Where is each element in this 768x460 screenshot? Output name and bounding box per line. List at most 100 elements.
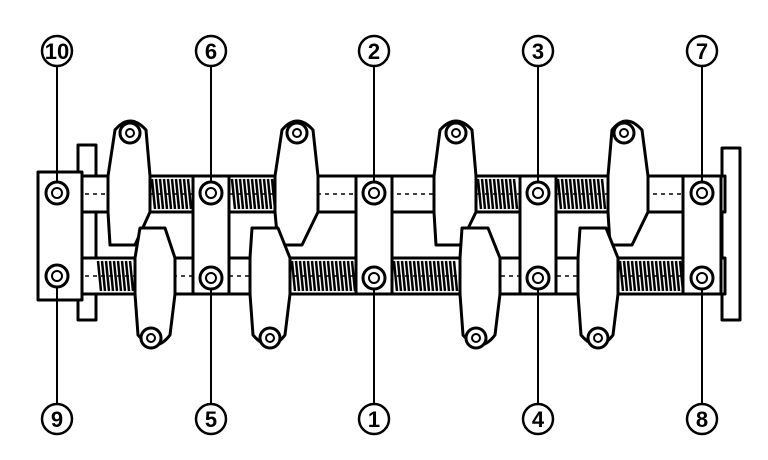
spring-coil	[584, 178, 591, 210]
spring-coil	[634, 260, 641, 292]
rocker-arm-lower-1	[133, 226, 177, 350]
spring-coil	[580, 178, 587, 210]
spring-coil	[254, 178, 261, 210]
spring-coil	[178, 178, 185, 210]
spring-coil	[290, 260, 297, 292]
spring-coil	[476, 178, 483, 210]
rocker-arm-upper-3	[432, 119, 478, 247]
bolt-9	[44, 263, 70, 289]
spring-coil	[342, 260, 349, 292]
spring-coil	[618, 260, 625, 292]
spring-coil	[658, 260, 665, 292]
spring-coil	[654, 260, 661, 292]
spring-coil	[120, 260, 127, 292]
spring-coil	[428, 260, 435, 292]
spring-coil	[294, 260, 301, 292]
spring-coil	[432, 260, 439, 292]
spring-coil	[234, 178, 241, 210]
spring-coil	[392, 260, 399, 292]
spring-coil	[556, 178, 563, 210]
rocker-arm-upper-1	[106, 119, 152, 247]
spring-coil	[326, 260, 333, 292]
spring-coil	[338, 260, 345, 292]
bolt-6	[198, 180, 224, 206]
spring-coil	[436, 260, 443, 292]
spring-coil	[404, 260, 411, 292]
spring-coil	[396, 260, 403, 292]
spring-coil	[424, 260, 431, 292]
spring-coil	[420, 260, 427, 292]
spring-coil	[250, 178, 257, 210]
spring-coil	[444, 260, 451, 292]
spring-coil	[100, 260, 107, 292]
spring-coil	[334, 260, 341, 292]
spring-coil	[230, 178, 237, 210]
spring-coil	[626, 260, 633, 292]
spring-coil	[310, 260, 317, 292]
spring-coil	[630, 260, 637, 292]
spring-coil	[150, 178, 157, 210]
rocker-arm-lower-4	[576, 226, 620, 350]
spring-coil	[650, 260, 657, 292]
spring-coil	[258, 178, 265, 210]
bolt-2	[361, 180, 387, 206]
bolt-5	[198, 265, 224, 291]
spring-coil	[572, 178, 579, 210]
spring-coil	[104, 260, 111, 292]
spring-coil	[638, 260, 645, 292]
spring-coil	[622, 260, 629, 292]
spring-coil	[488, 178, 495, 210]
callout-6: 6	[194, 34, 228, 182]
spring-coil	[162, 178, 169, 210]
spring-coil	[400, 260, 407, 292]
spring-coil	[500, 178, 507, 210]
bolt-3	[525, 180, 551, 206]
bolt-4	[525, 265, 551, 291]
spring-coil	[262, 178, 269, 210]
bolt-10	[44, 180, 70, 206]
callout-9: 9	[40, 287, 74, 436]
spring-coil	[670, 260, 677, 292]
spring-coil	[306, 260, 313, 292]
callout-4: 4	[521, 289, 555, 436]
bolt-7	[689, 180, 715, 206]
callout-5: 5	[194, 289, 228, 436]
spring-coil	[508, 178, 515, 210]
spring-coil	[662, 260, 669, 292]
spring-coil	[124, 260, 131, 292]
rocker-arm-lower-2	[248, 226, 292, 350]
callout-7-label: 7	[696, 39, 708, 64]
spring-coil	[346, 260, 353, 292]
spring-coil	[492, 178, 499, 210]
callout-3: 3	[521, 34, 555, 182]
rocker-arm-upper-4	[606, 119, 650, 247]
callout-2: 2	[357, 34, 391, 182]
callout-8: 8	[685, 289, 719, 436]
callout-labels: 10 6 2 3 7 9 5	[40, 34, 719, 436]
callout-4-label: 4	[532, 407, 545, 432]
callout-3-label: 3	[532, 39, 544, 64]
spring-coil	[170, 178, 177, 210]
spring-coil	[592, 178, 599, 210]
bolt-1	[361, 265, 387, 291]
spring-coil	[112, 260, 119, 292]
spring-coil	[266, 178, 273, 210]
spring-coil	[174, 178, 181, 210]
spring-coils	[96, 178, 685, 292]
spring-coil	[596, 178, 603, 210]
spring-coil	[318, 260, 325, 292]
callout-1: 1	[357, 289, 391, 436]
spring-coil	[642, 260, 649, 292]
spring-coil	[480, 178, 487, 210]
spring-coil	[322, 260, 329, 292]
spring-coil	[448, 260, 455, 292]
spring-coil	[440, 260, 447, 292]
spring-coil	[512, 178, 519, 210]
spring-coil	[330, 260, 337, 292]
spring-coil	[116, 260, 123, 292]
spring-coil	[108, 260, 115, 292]
callout-6-label: 6	[205, 39, 217, 64]
spring-coil	[484, 178, 491, 210]
spring-coil	[128, 260, 135, 292]
